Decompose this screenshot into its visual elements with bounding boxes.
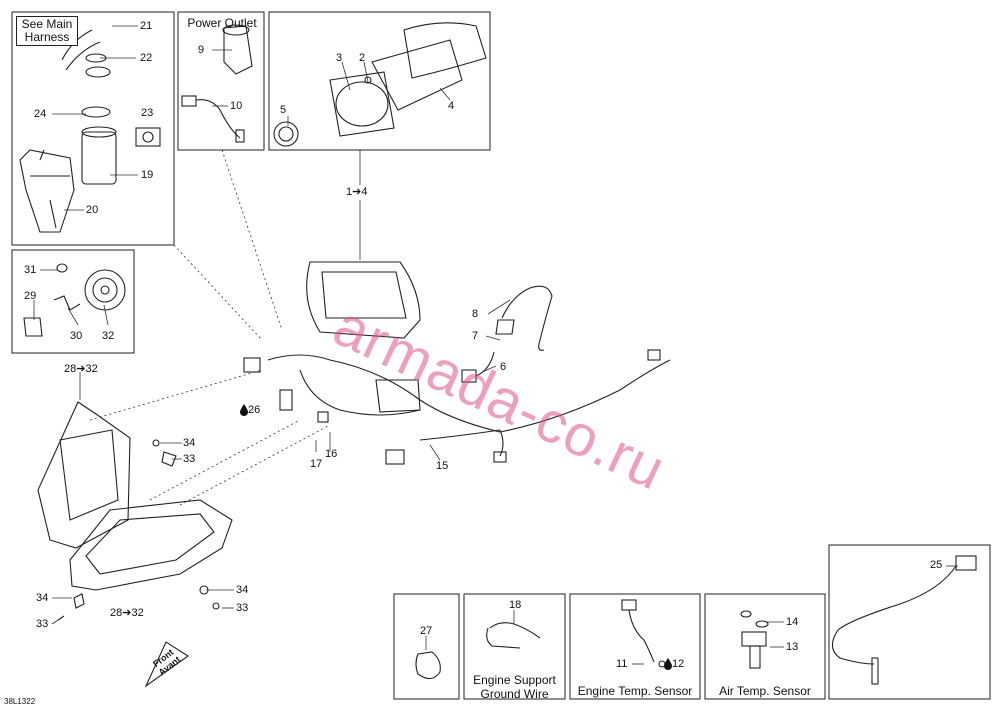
callout-28-32-bottom: 28➔32 (110, 607, 144, 619)
frame-headlamp-parts (11, 249, 135, 354)
callout-34-upper: 34 (183, 437, 196, 449)
engine-support-title: Engine Support Ground Wire (473, 673, 556, 701)
frame-engine-support (463, 593, 566, 700)
air-temp-title: Air Temp. Sensor (719, 684, 811, 698)
callout-33-right: 33 (236, 602, 249, 614)
frame-27 (393, 593, 460, 700)
callout-3: 3 (336, 52, 343, 64)
frame-gauge (268, 11, 491, 151)
callout-13: 13 (786, 641, 799, 653)
callout-25: 25 (930, 559, 943, 571)
callout-32: 32 (102, 330, 115, 342)
callout-33-upper: 33 (183, 453, 196, 465)
callout-24: 24 (34, 108, 47, 120)
callout-17: 17 (310, 458, 323, 470)
power-outlet-title: Power Outlet (187, 16, 257, 30)
frame-engine-temp (569, 593, 701, 700)
drop-icon (240, 404, 248, 416)
callout-28-32-top: 28➔32 (64, 363, 98, 375)
callout-16: 16 (325, 448, 338, 460)
callout-18: 18 (509, 599, 522, 611)
callout-27: 27 (420, 625, 433, 637)
callout-9: 9 (198, 44, 205, 56)
callout-23: 23 (141, 107, 154, 119)
frame-power-outlet (177, 11, 265, 151)
callout-34-left: 34 (36, 592, 49, 604)
callout-10: 10 (230, 100, 243, 112)
callout-11: 11 (616, 658, 628, 670)
callout-14: 14 (786, 616, 799, 628)
frame-25 (828, 544, 991, 700)
callout-7: 7 (472, 330, 479, 342)
engine-temp-title: Engine Temp. Sensor (577, 684, 693, 698)
callout-33-left: 33 (36, 618, 49, 630)
drawing-code: 38L1322 (4, 697, 36, 706)
see-main-harness-note: See Main Harness (16, 16, 78, 46)
callout-29: 29 (24, 290, 37, 302)
callout-21: 21 (140, 20, 153, 32)
callout-31: 31 (24, 264, 37, 276)
callout-5: 5 (280, 104, 287, 116)
callout-20: 20 (86, 204, 99, 216)
callout-34-right: 34 (236, 584, 249, 596)
callout-12: 12 (672, 658, 685, 670)
frame-air-temp (704, 593, 826, 700)
callout-26: 26 (248, 404, 261, 416)
callout-6: 6 (500, 361, 507, 373)
callout-30: 30 (70, 330, 83, 342)
drop-icon (664, 658, 672, 670)
callout-2: 2 (359, 52, 366, 64)
callout-4: 4 (448, 100, 455, 112)
callout-15: 15 (436, 460, 449, 472)
callout-22: 22 (140, 52, 153, 64)
callout-19: 19 (141, 169, 154, 181)
callout-8: 8 (472, 308, 479, 320)
callout-1-4: 1➔4 (346, 186, 368, 198)
